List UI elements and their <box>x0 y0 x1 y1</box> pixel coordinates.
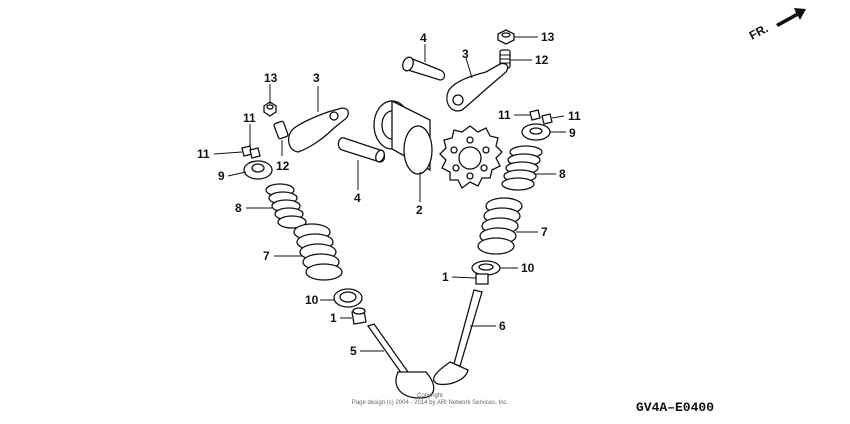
callout-7: 7 <box>541 225 548 239</box>
part-rocker-arm-left <box>287 107 349 153</box>
callout-11: 11 <box>568 109 581 123</box>
part-lock-nut-top-right <box>497 29 515 45</box>
part-lock-nut-left <box>263 101 277 117</box>
part-cam-sprocket <box>439 125 503 189</box>
callout-12: 12 <box>535 53 549 67</box>
callout-13: 13 <box>541 30 555 44</box>
callout-10: 10 <box>305 293 319 307</box>
front-direction-arrow: FR. <box>747 8 806 43</box>
callout-1: 1 <box>330 311 337 325</box>
callout-10: 10 <box>521 261 535 275</box>
diagram-code: GV4A–E0400 <box>636 400 715 415</box>
part-exhaust-valve <box>433 289 483 386</box>
callout-12: 12 <box>276 159 290 173</box>
callout-11: 11 <box>243 111 256 125</box>
callout-1: 1 <box>442 270 449 284</box>
part-spring-seat-left <box>333 288 363 308</box>
callout-8: 8 <box>559 167 566 181</box>
callout-4: 4 <box>420 31 427 45</box>
part-inner-spring-left <box>265 183 307 229</box>
copyright-line-1: Copyright <box>417 393 443 399</box>
part-stem-seal-left <box>351 307 367 325</box>
callout-13: 13 <box>264 71 278 85</box>
part-intake-valve <box>366 323 435 399</box>
front-direction-label: FR. <box>747 21 771 42</box>
callout-3: 3 <box>313 71 320 85</box>
part-inner-spring-right <box>501 145 543 191</box>
part-outer-spring-left <box>293 223 343 281</box>
callout-3: 3 <box>462 47 469 61</box>
callout-5: 5 <box>350 344 357 358</box>
callout-7: 7 <box>263 249 270 263</box>
part-camshaft <box>373 99 433 175</box>
part-spring-retainer-left <box>243 160 273 180</box>
callout-6: 6 <box>499 319 506 333</box>
part-outer-spring-right <box>477 197 523 255</box>
callout-11: 11 <box>498 108 511 122</box>
callout-9: 9 <box>218 169 225 183</box>
leader-lines <box>213 36 566 352</box>
callout-labels: 13 12 3 4 13 3 11 11 12 9 8 7 4 2 11 11 … <box>197 30 581 358</box>
callout-9: 9 <box>569 126 576 140</box>
callout-2: 2 <box>416 203 423 217</box>
part-valve-cotter-left <box>241 145 261 159</box>
part-rocker-arm-right <box>446 62 509 112</box>
callout-8: 8 <box>235 201 242 215</box>
callout-11: 11 <box>197 147 210 161</box>
copyright-line-2: Page design (c) 2004 - 2014 by ARI Netwo… <box>351 400 509 406</box>
part-rocker-shaft-top <box>402 56 446 81</box>
part-spring-seat-right <box>471 260 501 276</box>
part-stem-seal-right <box>475 273 489 285</box>
part-rocker-shaft-mid <box>337 137 386 163</box>
part-valve-cotter-right <box>529 109 553 125</box>
arrow-icon <box>776 8 806 27</box>
copyright-notice: Copyright Page design (c) 2004 - 2014 by… <box>300 393 560 407</box>
callout-4: 4 <box>354 191 361 205</box>
part-spring-retainer-right <box>521 123 551 141</box>
part-adjust-screw-left <box>273 120 289 140</box>
